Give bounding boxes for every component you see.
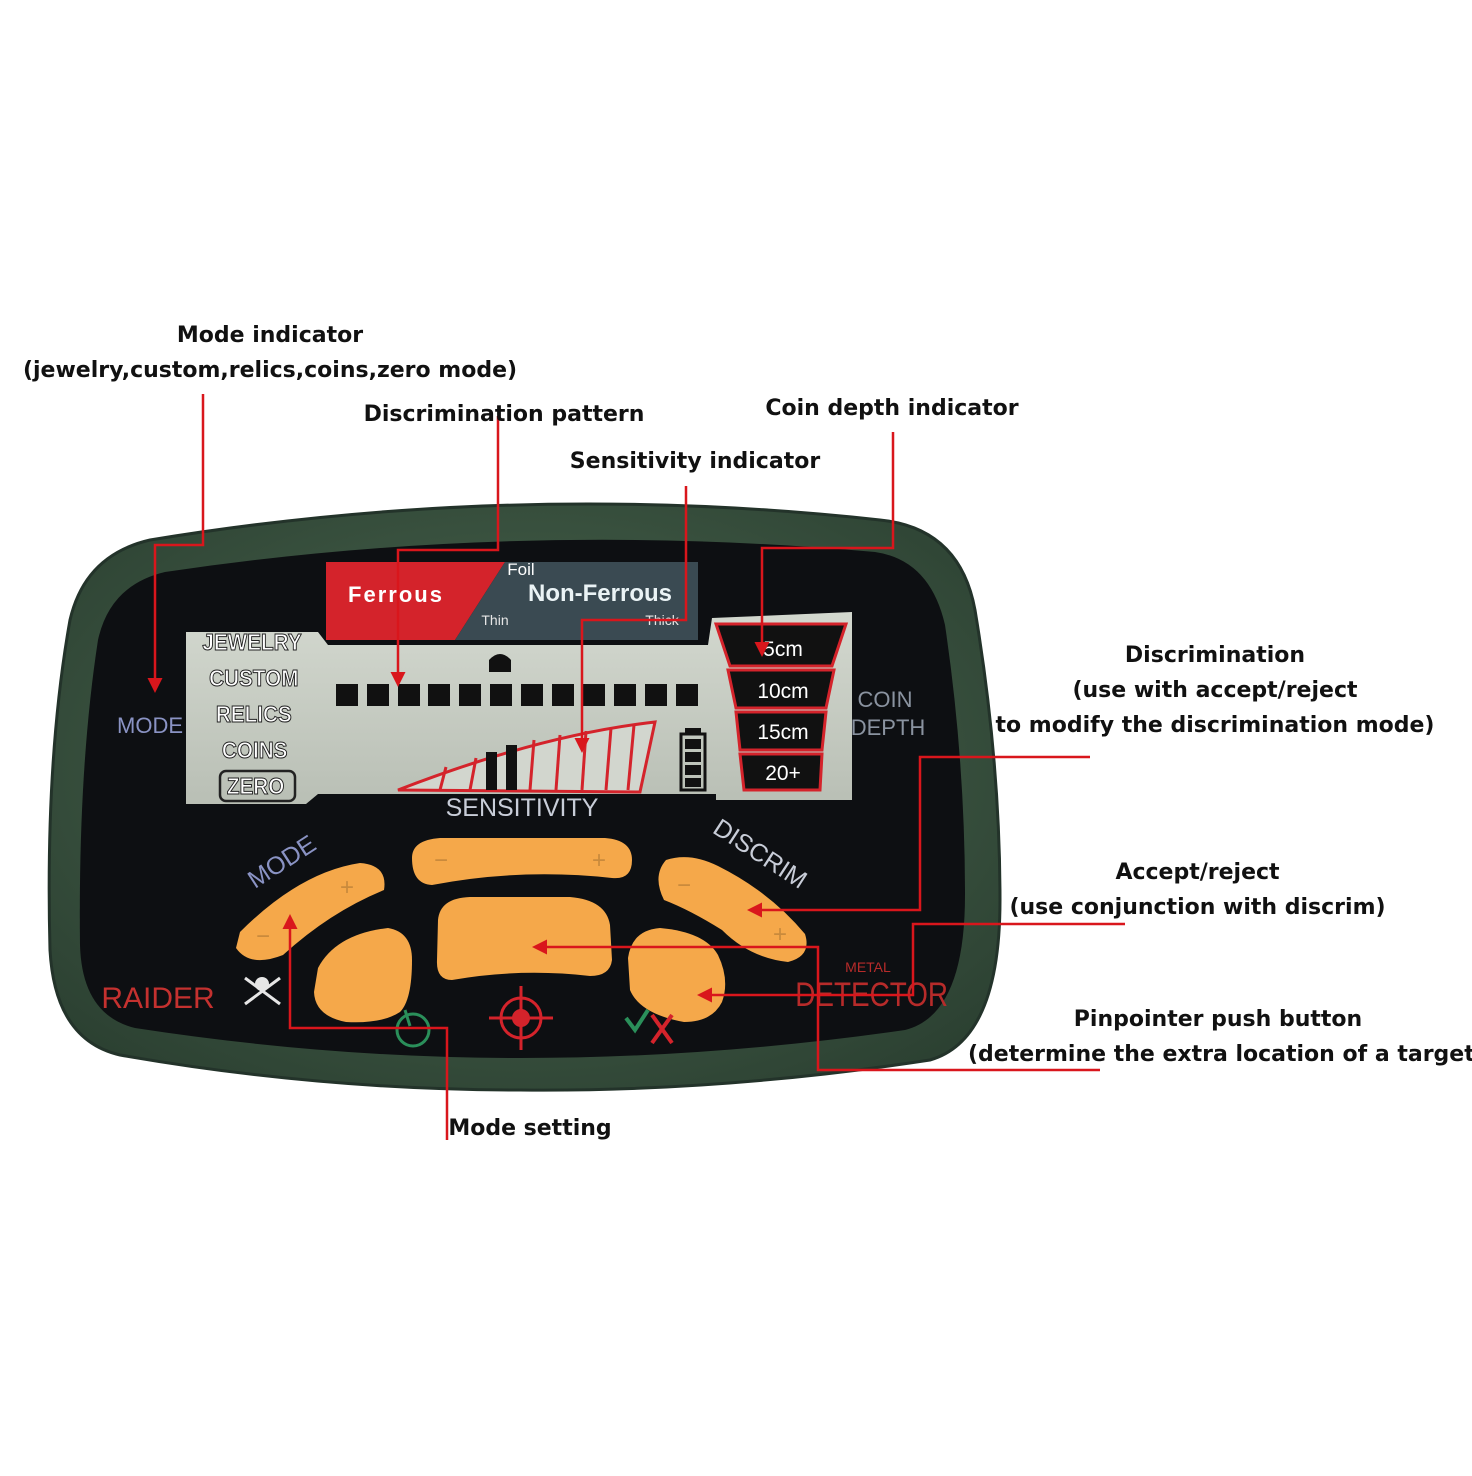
thin-label: Thin bbox=[481, 612, 508, 628]
discrimination-line bbox=[747, 755, 1090, 918]
callout-mode-setting-title: Mode setting bbox=[448, 1116, 612, 1141]
callout-pinpointer-desc: (determine the extra location of a targe… bbox=[968, 1042, 1472, 1067]
pinpointer-line bbox=[532, 939, 1100, 1072]
foil-label: Foil bbox=[507, 560, 534, 579]
callout-accept-reject: Accept/reject (use conjunction with disc… bbox=[1005, 855, 1390, 925]
discrimination-segments bbox=[336, 654, 698, 706]
discrim-minus-icon: − bbox=[677, 872, 691, 899]
mode-jewelry: JEWELRY bbox=[202, 629, 302, 655]
target-icon bbox=[489, 986, 553, 1050]
mode-side-label: MODE bbox=[117, 713, 183, 738]
coin-label: COIN bbox=[858, 687, 913, 712]
ferrous-label: Ferrous bbox=[348, 582, 444, 607]
depth-label: DEPTH bbox=[851, 715, 926, 740]
mode-setting-line bbox=[282, 914, 449, 1140]
pirate-icon bbox=[244, 976, 281, 1006]
callout-discrimination-title: Discrimination bbox=[1124, 643, 1306, 668]
sensitivity-minus-icon: − bbox=[434, 847, 448, 874]
sensitivity-wedge bbox=[397, 720, 657, 794]
discrimination-banner: Ferrous Foil Non-Ferrous Thin Thick bbox=[326, 560, 698, 640]
callout-mode-indicator-title: Mode indicator bbox=[176, 323, 364, 348]
callout-discrimination-desc1: (use with accept/reject bbox=[1072, 678, 1358, 703]
brand-logo: RAIDER bbox=[101, 982, 214, 1015]
callout-mode-indicator-desc: (jewelry,custom,relics,coins,zero mode) bbox=[22, 358, 518, 383]
power-icon bbox=[395, 1009, 431, 1048]
mode-list: JEWELRY CUSTOM RELICS COINS ZERO bbox=[202, 629, 302, 803]
callout-pinpointer: Pinpointer push button (determine the ex… bbox=[968, 1002, 1472, 1072]
discrimination-cursor bbox=[489, 654, 511, 672]
mode-relics: RELICS bbox=[216, 701, 292, 727]
depth-20plus: 20+ bbox=[765, 762, 801, 785]
callout-discrimination: Discrimination (use with accept/reject t… bbox=[995, 638, 1435, 743]
callout-accept-reject-desc: (use conjunction with discrim) bbox=[1009, 895, 1386, 920]
sensitivity-plus-icon: + bbox=[592, 847, 606, 874]
callout-discrimination-pattern: Discrimination pattern bbox=[344, 397, 664, 432]
callout-pinpointer-title: Pinpointer push button bbox=[1073, 1007, 1363, 1032]
discrim-plus-icon: + bbox=[773, 921, 787, 948]
callout-accept-reject-title: Accept/reject bbox=[1115, 860, 1280, 885]
callout-mode-indicator: Mode indicator (jewelry,custom,relics,co… bbox=[20, 318, 520, 388]
depth-10cm: 10cm bbox=[757, 680, 808, 703]
callout-coin-depth-title: Coin depth indicator bbox=[765, 396, 1019, 421]
depth-5cm: 5cm bbox=[763, 638, 803, 661]
mode-plus-icon: + bbox=[340, 874, 354, 901]
callout-discrimination-desc2: to modify the discrimination mode) bbox=[995, 713, 1435, 738]
callout-lines bbox=[147, 394, 1125, 1140]
check-cross-icon bbox=[624, 1008, 674, 1045]
sensitivity-line bbox=[574, 486, 688, 753]
pinpoint-button[interactable] bbox=[436, 897, 612, 980]
non-ferrous-label: Non-Ferrous bbox=[528, 580, 672, 607]
mode-indicator-line bbox=[147, 394, 205, 693]
callout-sensitivity: Sensitivity indicator bbox=[550, 444, 840, 479]
mode-minus-icon: − bbox=[256, 923, 270, 950]
callout-sensitivity-title: Sensitivity indicator bbox=[569, 449, 821, 474]
depth-15cm: 15cm bbox=[757, 721, 808, 744]
battery-icon bbox=[679, 728, 707, 792]
callout-coin-depth: Coin depth indicator bbox=[742, 391, 1042, 426]
metal-label: METAL bbox=[845, 959, 891, 975]
sensitivity-label: SENSITIVITY bbox=[446, 794, 599, 822]
coin-depth-indicator: 5cm 10cm 15cm 20+ bbox=[713, 622, 849, 792]
power-button[interactable] bbox=[314, 928, 412, 1023]
mode-custom: CUSTOM bbox=[209, 665, 298, 691]
coin-depth-line bbox=[754, 432, 895, 657]
callout-mode-setting: Mode setting bbox=[445, 1111, 615, 1146]
mode-coins: COINS bbox=[222, 737, 288, 763]
mode-rocker[interactable]: − + bbox=[236, 863, 385, 961]
accept-reject-line bbox=[697, 922, 1125, 1003]
discrimination-pattern-line bbox=[390, 416, 500, 687]
callout-discrimination-pattern-title: Discrimination pattern bbox=[363, 402, 645, 427]
mode-zero-box bbox=[218, 769, 297, 803]
sensitivity-rocker[interactable]: − + bbox=[412, 838, 632, 885]
discrim-rocker[interactable]: − + bbox=[658, 857, 807, 962]
mode-zero: ZERO bbox=[227, 773, 284, 799]
